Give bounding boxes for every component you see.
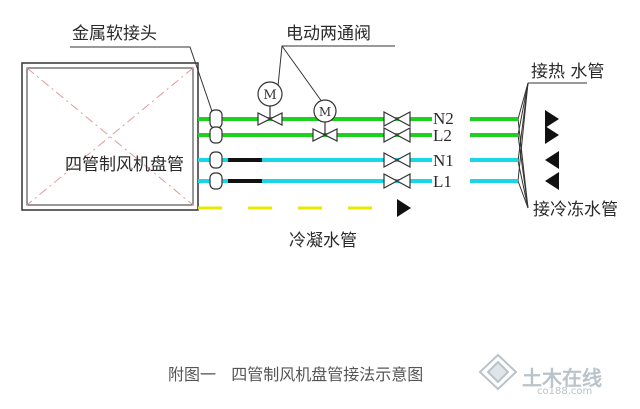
hot-water-label: 接热 水管 (531, 62, 605, 82)
pipe-label-L2: L2 (433, 126, 452, 145)
flex-joint-L2 (209, 126, 223, 144)
motor-valve-N2: M (257, 81, 283, 126)
flow-arrows (545, 110, 559, 190)
metal-hose-label: 金属软接头 (72, 24, 157, 44)
arrow-N1 (545, 151, 559, 169)
flex-joint-L1 (209, 172, 223, 190)
gate-valve-N1 (383, 151, 411, 169)
arrow-N2 (545, 110, 559, 128)
figure-caption: 附图一 四管制风机盘管接法示意图 (168, 365, 424, 384)
pipe-N1 (198, 151, 518, 169)
arrow-L1 (545, 172, 559, 190)
flex-joint-N1 (209, 151, 223, 169)
pipe-label-N1: N1 (433, 151, 454, 170)
watermark-site: co188.com (537, 386, 593, 397)
pipe-condensate (198, 199, 411, 217)
motor-valve-L2: M (312, 99, 338, 142)
gate-valve-L2 (383, 126, 411, 144)
motor-symbol-N2: M (263, 88, 276, 103)
gate-valve-L1 (383, 172, 411, 190)
fan-coil-label: 四管制风机盘管 (65, 155, 184, 175)
pipe-label-L1: L1 (433, 172, 452, 191)
gate-valve-N2 (383, 110, 411, 128)
flex-joint-N2 (209, 109, 223, 129)
motor-valve-label: 电动两通阀 (286, 24, 371, 44)
watermark-brand: 土木在线 (522, 366, 602, 390)
condensate-label: 冷凝水管 (289, 231, 357, 251)
pipe-L1 (198, 172, 518, 190)
pipe-N2: M (198, 81, 518, 129)
arrow-condensate (397, 199, 411, 217)
arrow-L2 (545, 126, 559, 144)
leader-lines (70, 45, 587, 209)
fan-coil-unit (21, 62, 199, 211)
motor-symbol-L2: M (319, 105, 331, 119)
pipe-label-N2: N2 (433, 109, 454, 128)
watermark-logo (478, 353, 518, 391)
pipe-L2: M (198, 99, 518, 144)
chilled-water-label: 接冷冻水管 (533, 200, 618, 220)
